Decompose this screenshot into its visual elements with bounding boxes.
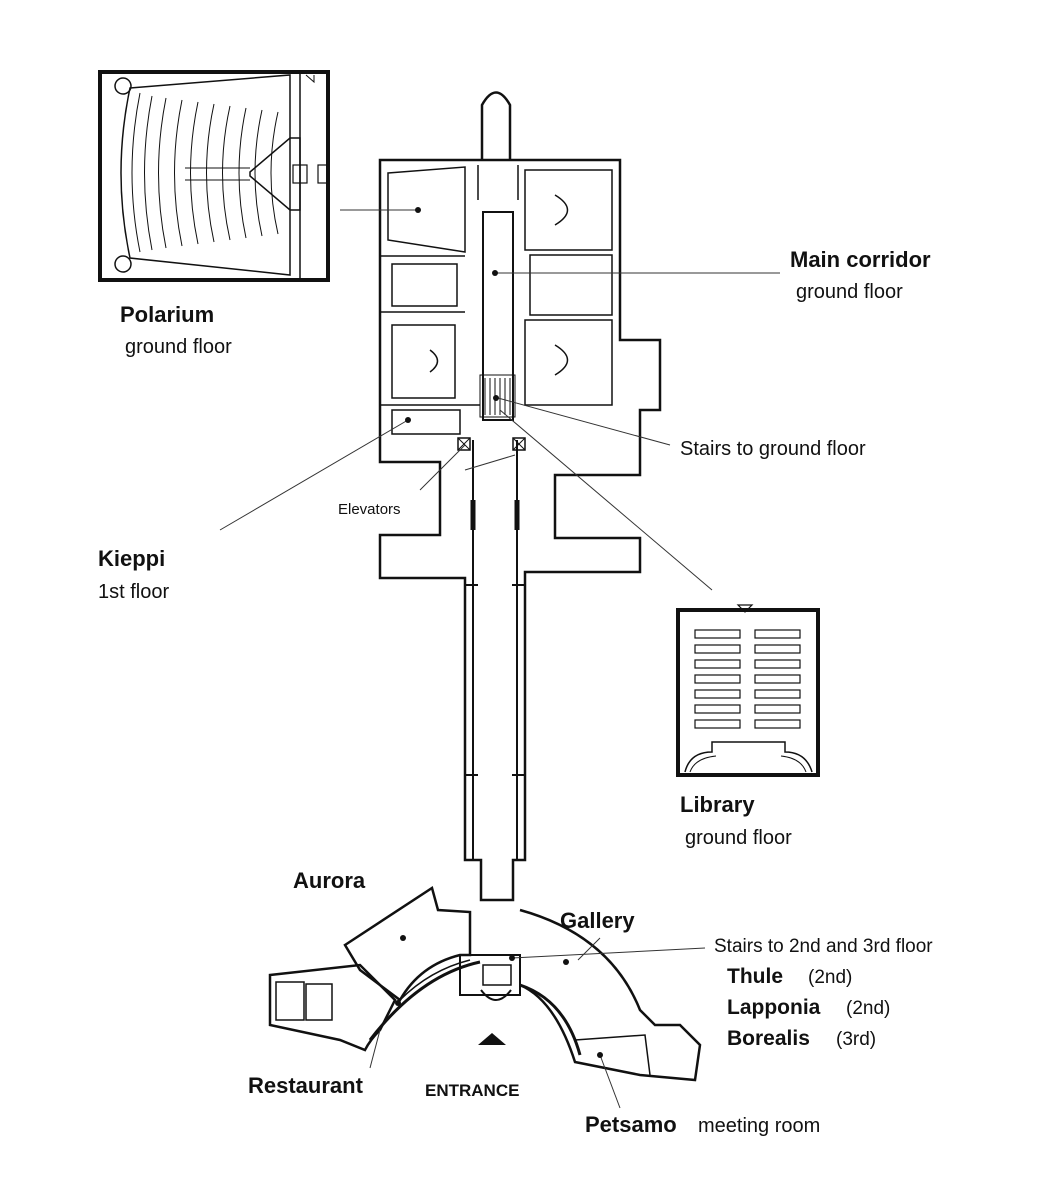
gallery-room	[519, 908, 702, 1082]
lapponia-floor: (2nd)	[846, 998, 890, 1019]
elevators-label: Elevators	[338, 501, 401, 518]
petsamo-suffix: meeting room	[698, 1115, 820, 1137]
library-label: Library	[680, 792, 755, 817]
polarium-inset-plan	[98, 70, 330, 282]
borealis-floor: (3rd)	[836, 1029, 876, 1050]
north-wing-outline	[378, 158, 662, 902]
north-apse-outline	[480, 91, 512, 160]
elevator-right	[512, 437, 526, 451]
main-corridor-floor: ground floor	[796, 281, 903, 303]
library-inset-plan	[676, 604, 820, 777]
aurora-label: Aurora	[293, 868, 366, 893]
kieppi-room	[391, 409, 461, 435]
aurora-room	[343, 886, 472, 1002]
thule-floor: (2nd)	[808, 967, 852, 988]
entrance-label: ENTRANCE	[425, 1081, 519, 1100]
main-corridor-walls	[482, 211, 514, 421]
leader-lines	[219, 209, 780, 1109]
petsamo-label: Petsamo	[585, 1112, 677, 1137]
gallery-label: Gallery	[560, 908, 635, 933]
entrance-lobby	[459, 954, 521, 996]
marker-dots	[395, 207, 603, 1058]
library-floor: ground floor	[685, 827, 792, 849]
borealis-label: Borealis	[727, 1027, 810, 1050]
stairs-upper-label: Stairs to 2nd and 3rd floor	[714, 936, 933, 957]
elevator-left	[457, 437, 471, 451]
kieppi-floor: 1st floor	[98, 581, 169, 603]
restaurant-label: Restaurant	[248, 1073, 364, 1098]
stairs-ground-label: Stairs to ground floor	[680, 438, 866, 460]
polarium-room	[387, 166, 466, 253]
lapponia-label: Lapponia	[727, 996, 821, 1019]
main-corridor-label: Main corridor	[790, 247, 931, 272]
kieppi-label: Kieppi	[98, 546, 165, 571]
thule-label: Thule	[727, 965, 783, 988]
polarium-floor: ground floor	[125, 336, 232, 358]
polarium-label: Polarium	[120, 302, 214, 327]
entrance-arrow-icon	[478, 1033, 506, 1045]
